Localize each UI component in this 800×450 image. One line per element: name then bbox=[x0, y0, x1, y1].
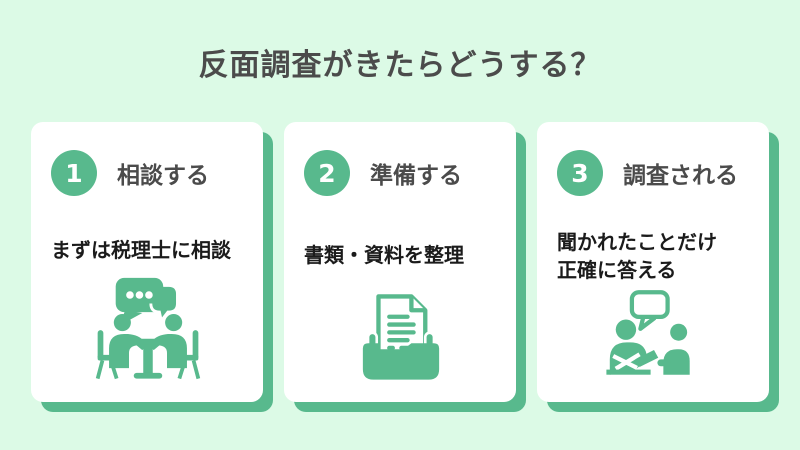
documents-folder-icon bbox=[362, 294, 440, 380]
step-icon-area bbox=[51, 276, 245, 392]
step-heading: 相談する bbox=[117, 163, 209, 189]
step-description-area: 聞かれたことだけ 正確に答える bbox=[557, 224, 751, 288]
step-icon-area bbox=[304, 286, 498, 392]
step-description-area: まずは税理士に相談 bbox=[51, 224, 245, 276]
step-heading: 準備する bbox=[370, 163, 462, 189]
steps-row: 1 相談する まずは税理士に相談 bbox=[31, 122, 769, 402]
card-header: 3 調査される bbox=[557, 150, 751, 196]
step-number-badge: 3 bbox=[557, 150, 603, 196]
step-description: 聞かれたことだけ 正確に答える bbox=[557, 230, 717, 282]
card-header: 2 準備する bbox=[304, 150, 498, 196]
card-header: 1 相談する bbox=[51, 150, 245, 196]
step-card-investigated: 3 調査される 聞かれたことだけ 正確に答える bbox=[537, 122, 769, 402]
step-number-badge: 1 bbox=[51, 150, 97, 196]
page-title: 反面調査がきたらどうする？ bbox=[198, 48, 602, 83]
step-description: 書類・資料を整理 bbox=[304, 243, 464, 267]
step-card-consult: 1 相談する まずは税理士に相談 bbox=[31, 122, 263, 402]
step-heading: 調査される bbox=[623, 163, 738, 189]
consultation-icon bbox=[95, 277, 201, 380]
step-icon-area bbox=[557, 288, 751, 392]
interview-icon bbox=[606, 290, 690, 375]
step-number-badge: 2 bbox=[304, 150, 350, 196]
step-card-prepare: 2 準備する 書類・資料を整理 bbox=[284, 122, 516, 402]
step-description: まずは税理士に相談 bbox=[51, 238, 231, 262]
step-description-area: 書類・資料を整理 bbox=[304, 224, 498, 286]
